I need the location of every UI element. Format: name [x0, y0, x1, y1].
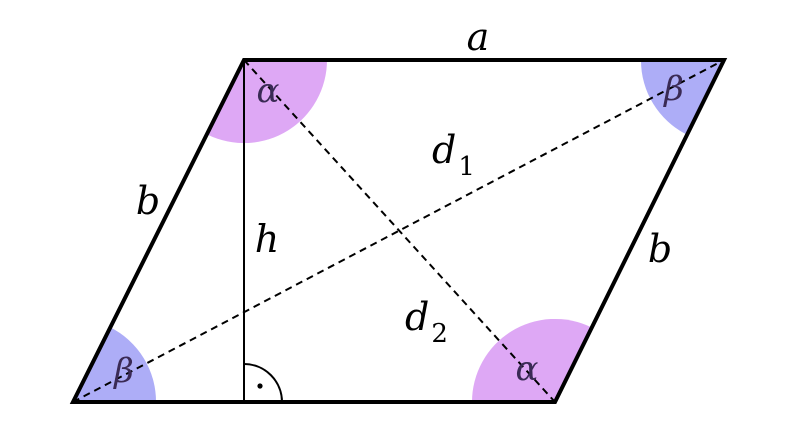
angle-beta-top-right-label: β	[662, 69, 684, 109]
height-label: h	[255, 217, 279, 261]
diagonal-d1-subscript: 1	[458, 152, 475, 182]
diagonal-d1-line	[72, 59, 725, 403]
right-angle-dot	[257, 383, 263, 389]
angle-alpha-top-left-sector	[207, 60, 328, 144]
side-b-left-label: b	[136, 179, 160, 223]
angle-beta-top-right-sector	[640, 60, 724, 135]
angle-alpha-top-left-label: α	[257, 71, 280, 111]
diagonal-d2-label: d2	[405, 295, 448, 349]
diagonal-d2-line	[243, 59, 556, 403]
side-b-right-label: b	[648, 227, 672, 271]
diagonal-d1-label: d1	[432, 128, 475, 182]
angle-beta-bottom-left-sector	[73, 327, 157, 402]
diagonal-d2-subscript: 2	[431, 319, 448, 349]
angle-beta-bottom-left-label: β	[112, 351, 134, 391]
right-angle-arc	[243, 363, 283, 403]
angle-alpha-bottom-right-sector	[471, 318, 592, 402]
angle-alpha-bottom-right-label: α	[516, 349, 539, 389]
side-a-label: a	[467, 15, 490, 59]
parallelogram-outline	[69, 58, 728, 404]
